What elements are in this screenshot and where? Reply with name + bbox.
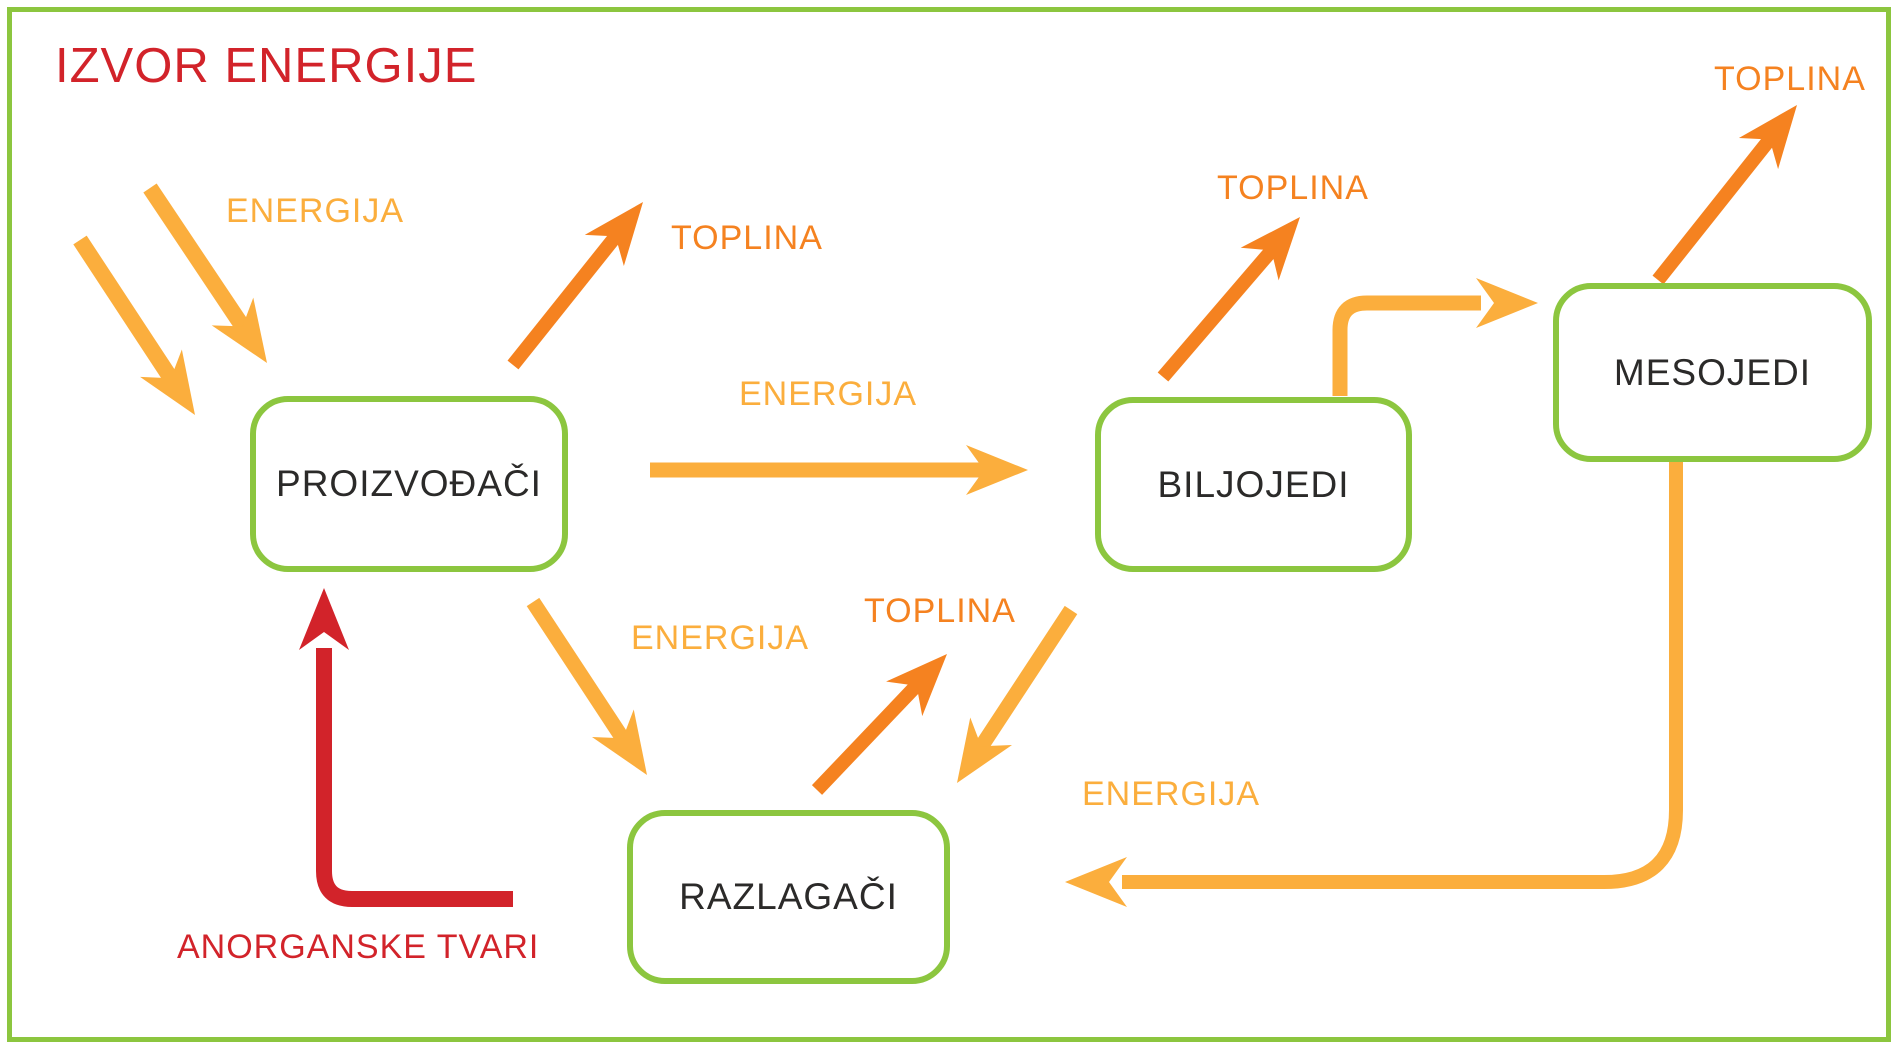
toplina-arrow-biljojedi-icon <box>1157 217 1300 382</box>
sun-energy-arrow-1-icon <box>73 235 195 415</box>
energija-arrow-biljojedi-razlagaci-icon <box>957 605 1078 783</box>
label-toplina-biljojedi: TOPLINA <box>1217 169 1369 207</box>
box-mesojedi-label: MESOJEDI <box>1613 351 1812 393</box>
box-biljojedi-label: BILJOJEDI <box>1157 463 1350 505</box>
box-mesojedi: MESOJEDI <box>1553 283 1872 462</box>
toplina-arrow-proizvodaci-icon <box>507 202 643 370</box>
label-anorganske-tvari: ANORGANSKE TVARI <box>177 928 540 966</box>
box-proizvodaci: PROIZVOĐAČI <box>250 396 568 572</box>
box-proizvodaci-label: PROIZVOĐAČI <box>276 463 542 504</box>
label-energija-mesojedi-razlagaci: ENERGIJA <box>1082 775 1261 813</box>
diagram-border <box>7 7 1891 1042</box>
diagram-title: IZVOR ENERGIJE <box>55 39 478 93</box>
energija-arrow-biljojedi-mesojedi-icon <box>1332 278 1538 396</box>
label-energija-proizvodaci-biljojedi: ENERGIJA <box>739 375 918 413</box>
toplina-arrow-razlagaci-icon <box>811 654 947 795</box>
label-toplina-proizvodaci: TOPLINA <box>671 219 823 257</box>
energija-arrow-proizvodaci-biljojedi-icon <box>650 445 1028 495</box>
anorganske-tvari-arrow-icon <box>299 588 513 907</box>
box-razlagaci: RAZLAGAČI <box>627 810 950 984</box>
energija-arrow-proizvodaci-razlagaci-icon <box>526 597 647 775</box>
box-biljojedi: BILJOJEDI <box>1095 397 1412 572</box>
label-energija-sun: ENERGIJA <box>226 192 405 230</box>
box-razlagaci-label: RAZLAGAČI <box>679 876 898 917</box>
toplina-arrow-mesojedi-icon <box>1652 105 1797 285</box>
label-energija-proizvodaci-razlagaci: ENERGIJA <box>631 619 810 657</box>
label-toplina-mesojedi: TOPLINA <box>1714 60 1866 98</box>
energija-arrow-mesojedi-razlagaci-icon <box>1065 452 1683 907</box>
label-toplina-razlagaci: TOPLINA <box>864 592 1016 630</box>
sun-energy-arrow-2-icon <box>143 183 267 363</box>
